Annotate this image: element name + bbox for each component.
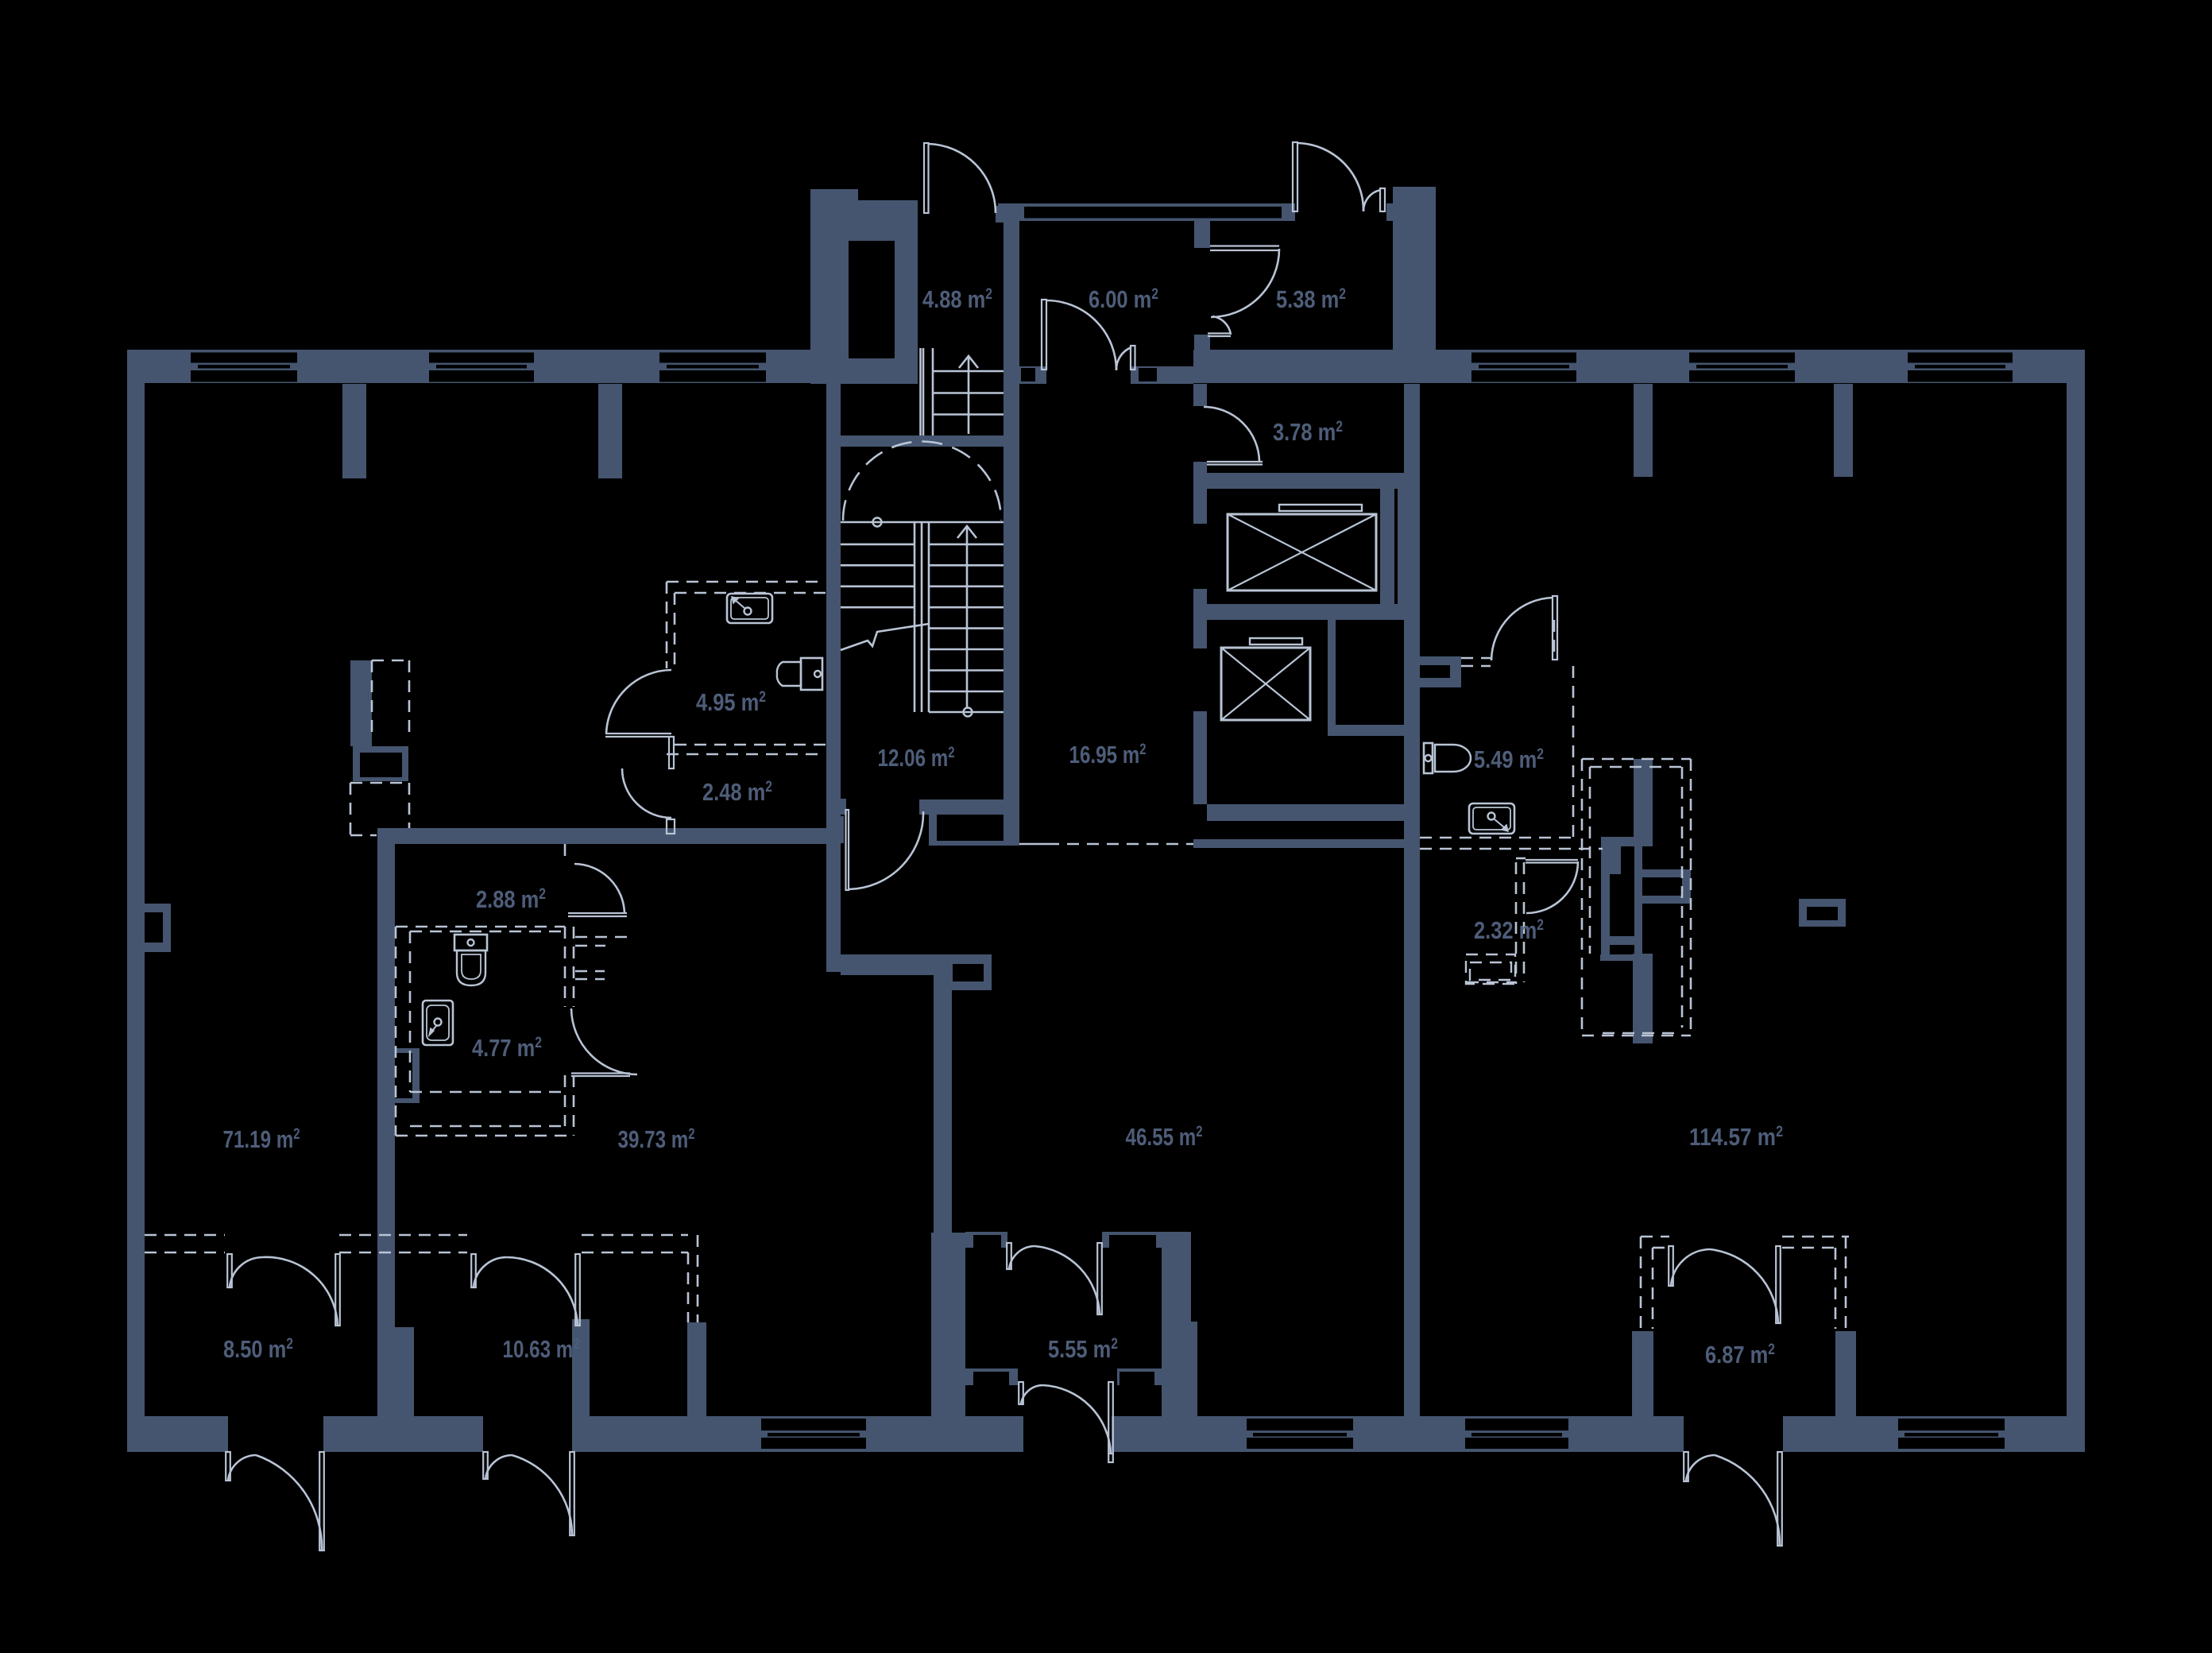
svg-text:46.55 m2: 46.55 m2	[1126, 1123, 1203, 1151]
svg-text:2.32 m2: 2.32 m2	[1474, 916, 1544, 944]
svg-text:114.57 m2: 114.57 m2	[1689, 1123, 1783, 1151]
svg-text:6.00 m2: 6.00 m2	[1089, 285, 1158, 313]
svg-text:39.73 m2: 39.73 m2	[618, 1125, 695, 1153]
svg-text:12.06 m2: 12.06 m2	[878, 744, 955, 772]
svg-text:71.19 m2: 71.19 m2	[223, 1125, 300, 1153]
svg-text:4.95 m2: 4.95 m2	[696, 688, 766, 716]
svg-text:2.48 m2: 2.48 m2	[702, 778, 772, 806]
svg-text:3.78 m2: 3.78 m2	[1273, 418, 1343, 446]
svg-text:5.49 m2: 5.49 m2	[1474, 745, 1544, 773]
svg-text:5.38 m2: 5.38 m2	[1276, 285, 1346, 313]
svg-text:4.77 m2: 4.77 m2	[472, 1034, 542, 1062]
svg-text:8.50 m2: 8.50 m2	[223, 1335, 293, 1363]
svg-text:16.95 m2: 16.95 m2	[1069, 741, 1147, 768]
svg-text:5.55 m2: 5.55 m2	[1048, 1335, 1118, 1363]
svg-text:2.88 m2: 2.88 m2	[476, 885, 546, 913]
svg-text:4.88 m2: 4.88 m2	[922, 285, 992, 313]
svg-text:10.63 m2: 10.63 m2	[503, 1335, 580, 1363]
svg-text:6.87 m2: 6.87 m2	[1705, 1341, 1775, 1368]
